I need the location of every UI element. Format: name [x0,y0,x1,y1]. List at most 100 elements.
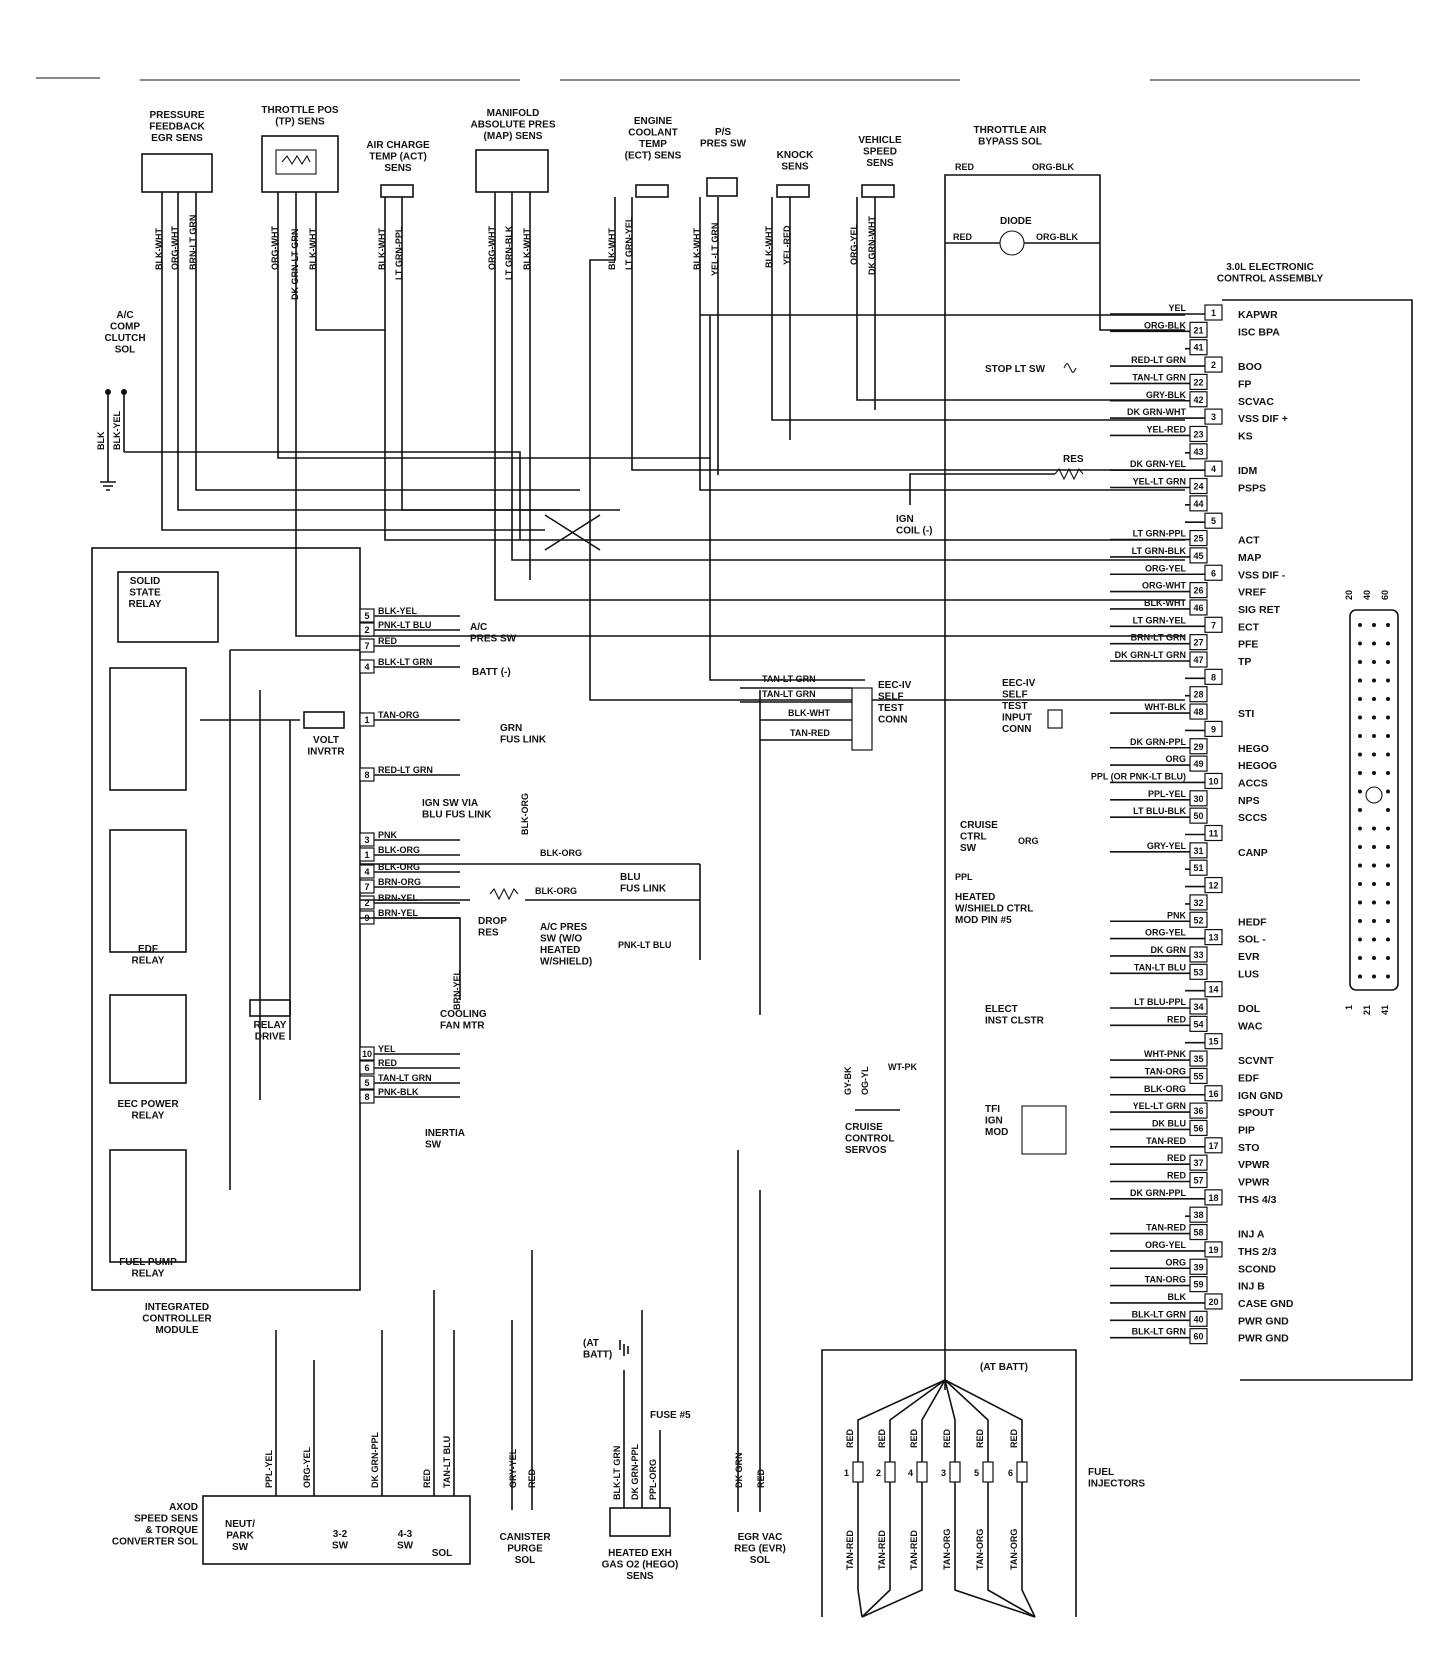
connector-hole [1358,771,1362,775]
ecu-pin-signal: CANP [1238,847,1268,859]
connector-hole [1386,641,1390,646]
ecu-pin-box [1204,1189,1223,1206]
tp-sensor-label: THROTTLE POS(TP) SENS [261,105,339,128]
ecu-pin-row: 14 [1185,981,1223,998]
self-test-wires: TAN-LT GRN TAN-LT GRN BLK-WHT TAN-RED [740,674,852,741]
ecu-pin-signal: EDF [1238,1072,1260,1084]
ecu-pin-signal: PWR GND [1238,1315,1289,1327]
ecu-pin-signal: PIP [1238,1124,1255,1136]
icm-pin-wire-color: BLK-YEL [378,606,417,616]
icm-pin-wire-color: TAN-LT GRN [378,1073,432,1083]
ecu-pin-number: 48 [1193,707,1203,717]
diode-wire-red: RED [953,232,973,242]
icm-pin-number: 7 [364,882,369,892]
injector-feed-line [944,1379,956,1462]
connector-hole [1358,623,1362,627]
connector-hole [1358,734,1362,738]
ecu-pin-box [1189,1258,1208,1275]
pnk-lt-blu-2: PNK-LT BLU [618,940,671,950]
tp-wire-1: ORG-WHT [270,226,280,270]
ecu-pin-wire-color: BLK-WHT [1144,598,1186,608]
icm-pin-wire-color: BRN-YEL [378,908,419,918]
connector-hole [1386,882,1390,886]
ecu-pin-number: 13 [1208,933,1218,943]
ecu-pin-signal: SOL - [1238,934,1266,946]
connector-hole [1386,697,1390,701]
ecu-pin-wire-color: DK BLU [1152,1118,1186,1128]
injector-number: 5 [974,1468,979,1478]
ecu-pin-signal: SCVNT [1238,1055,1274,1067]
ecu-pin-signal: SCOND [1238,1263,1276,1275]
ecu-pin-wire-color: ORG [1165,1257,1186,1267]
icm-pin-wire-color: BRN-ORG [378,877,421,887]
axod-wire-5: TAN-LT BLU [442,1436,452,1488]
at-batt-right-label: (AT BATT) [980,1362,1028,1373]
connector-hole [1358,882,1362,886]
icm-pin-number: 6 [364,1063,369,1073]
axod-wire-1: PPL-YEL [264,1449,274,1488]
conn-pin-60: 60 [1380,590,1390,600]
diode-label: DIODE [1000,216,1032,227]
ecu-pin-box [1204,616,1223,633]
connector-holes [1358,623,1390,979]
ecu-pin-number: 22 [1193,377,1203,387]
ecu-pin-wire-color: ORG-WHT [1142,581,1186,591]
ecu-pin-number: 35 [1193,1054,1203,1064]
axod-wire-2: ORG-YEL [302,1446,312,1488]
ecu-pin-wire-color: LT BLU-PPL [1134,997,1186,1007]
ecu-pin-signal: FP [1238,378,1251,390]
ecu-pin-signal: IDM [1238,465,1258,477]
ecu-pin-signal: IGN GND [1238,1090,1283,1102]
ecu-pin-number: 37 [1193,1158,1203,1168]
ecu-pin-row: 9 [1185,720,1223,738]
ecu-pin-wire-color: PPL-YEL [1148,789,1187,799]
ecu-pin-box [1204,1241,1223,1258]
canister-wire-1: GRY-YEL [508,1448,518,1488]
icm-pin-number: 8 [364,1092,369,1102]
connector-hole [1386,715,1390,720]
ecu-pin-signal: SCVAC [1238,396,1274,408]
ecu-pin-wire-color: DK GRN [1151,945,1187,955]
ecu-pin-signal: SIG RET [1238,604,1281,616]
egr-vac-wire-1: DK GRN [734,1453,744,1489]
ecu-pin-signal: ISC BPA [1238,326,1280,338]
ecu-pin-number: 41 [1193,343,1203,353]
connector-hole [1358,789,1362,794]
injector-feed-wire: RED [975,1428,985,1448]
ecu-pin-box [1189,425,1208,443]
ecu-pin-box [1204,1033,1223,1050]
ecu-pin-signal: THS 4/3 [1238,1194,1277,1206]
ecu-pin-signal: VREF [1238,587,1267,599]
connector-hole [1372,678,1376,683]
ecu-pin-box [1204,304,1223,321]
ecu-pin-signal: KS [1238,430,1253,442]
ecu-pin-signal: BOO [1238,361,1262,373]
ecu-pin-wire-color: TAN-ORG [1145,1066,1186,1076]
ecu-pin-number: 7 [1211,620,1216,630]
